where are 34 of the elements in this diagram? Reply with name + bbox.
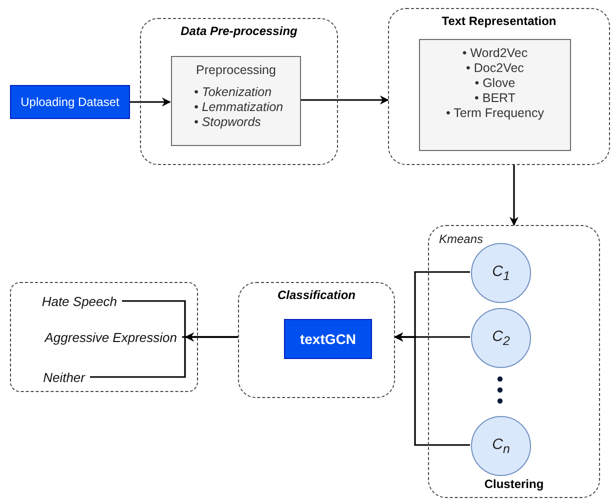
stage-group <box>388 8 610 165</box>
group-subtitle: Kmeans <box>439 232 484 246</box>
stage-group <box>140 18 338 165</box>
panel-heading: Preprocessing <box>196 63 276 77</box>
stage-group <box>238 282 395 398</box>
list-item: • BERT <box>474 91 516 106</box>
cluster-circle: C$_{1}$ <box>471 243 531 303</box>
list-item: • Lemmatization <box>194 100 284 115</box>
output-group <box>10 282 198 392</box>
connector <box>130 98 171 106</box>
class-label: Neither <box>38 369 85 387</box>
process-box: textGCN <box>284 319 372 359</box>
connector <box>300 96 389 104</box>
group-title: Classification <box>277 288 356 302</box>
list-panel <box>171 56 301 146</box>
class-label: Hate Speech <box>39 293 117 311</box>
group-title: Data Pre-processing <box>180 24 298 38</box>
cluster-circle: C$_{n}$ <box>471 416 531 476</box>
list-item: • Word2Vec <box>462 46 528 61</box>
cluster-circle: C$_{2}$ <box>471 308 531 368</box>
connector <box>90 336 238 378</box>
group-title: Clustering <box>484 477 544 491</box>
connector <box>394 332 470 446</box>
list-item: • Glove <box>474 76 516 91</box>
process-box: Uploading Dataset <box>10 85 130 119</box>
connector <box>510 165 518 226</box>
list-item: • Tokenization <box>194 85 272 100</box>
group-title: Text Representation <box>442 14 556 28</box>
class-label: Aggressive Expression <box>31 329 177 347</box>
list-item: • Doc2Vec <box>466 61 524 76</box>
list-panel <box>419 39 571 151</box>
list-item: • Term Frequency <box>446 106 544 121</box>
list-item: • Stopwords <box>194 115 261 130</box>
stage-group <box>428 225 600 498</box>
